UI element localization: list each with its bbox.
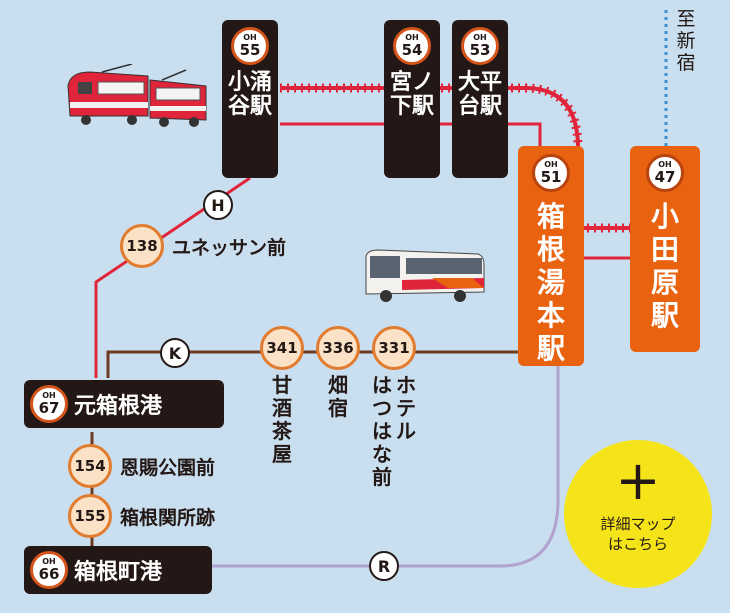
bus-stop-336[interactable]: 336 bbox=[316, 326, 360, 370]
bus-stop-341-name: 甘酒茶屋 bbox=[272, 373, 292, 466]
bus-stop-138[interactable]: 138 ユネッサン前 bbox=[120, 224, 286, 268]
bus-stop-number: 331 bbox=[372, 326, 416, 370]
bus-stop-154[interactable]: 154 恩賜公園前 bbox=[68, 444, 215, 488]
bus-stop-155[interactable]: 155 箱根関所跡 bbox=[68, 494, 215, 538]
bus-stop-number: 336 bbox=[316, 326, 360, 370]
detail-map-label-line1: 詳細マップ bbox=[600, 515, 676, 533]
train-illustration bbox=[67, 64, 207, 127]
route-marker-r: R bbox=[369, 551, 399, 581]
detail-map-button[interactable]: + 詳細マップ はこちら bbox=[564, 440, 712, 588]
bus-stop-331-name-col1: ホテル bbox=[396, 373, 416, 443]
bus-stop-name: 箱根関所跡 bbox=[120, 506, 216, 529]
ship-route bbox=[210, 362, 560, 568]
plus-icon: + bbox=[615, 449, 661, 512]
route-marker-k: K bbox=[160, 338, 190, 368]
station-name: 宮ノ下駅 bbox=[389, 70, 434, 119]
route-marker-h: H bbox=[203, 190, 233, 220]
bus-stop-name: 恩賜公園前 bbox=[120, 456, 216, 479]
station-name: 小田原駅 bbox=[650, 200, 679, 332]
mountain-railway-track bbox=[280, 83, 632, 233]
bus-stop-341[interactable]: 341 bbox=[260, 326, 304, 370]
red-bus-line bbox=[280, 122, 632, 260]
station-name: 大平台駅 bbox=[457, 70, 502, 119]
bus-stop-number: 155 bbox=[68, 494, 112, 538]
station-name: 箱根町港 bbox=[74, 560, 163, 585]
station-name: 小涌谷駅 bbox=[227, 70, 272, 119]
bus-stop-number: 138 bbox=[120, 224, 164, 268]
bus-stop-number: 154 bbox=[68, 444, 112, 488]
bus-stop-331[interactable]: 331 bbox=[372, 326, 416, 370]
bus-stop-336-name: 畑宿 bbox=[328, 373, 348, 420]
detail-map-label: 詳細マップ はこちら bbox=[600, 514, 675, 554]
bus-stop-number: 341 bbox=[260, 326, 304, 370]
toward-shinjuku-label: 至新宿 bbox=[676, 8, 696, 74]
bus-illustration bbox=[365, 249, 485, 302]
station-name: 元箱根港 bbox=[74, 394, 163, 419]
detail-map-label-line2: はこちら bbox=[607, 535, 668, 553]
bus-stop-331-name-col2: はつはな前 bbox=[372, 373, 392, 489]
bus-stop-name: ユネッサン前 bbox=[172, 236, 287, 259]
red-line-kowakudani-motohakone bbox=[94, 176, 251, 378]
station-name: 箱根湯本駅 bbox=[536, 200, 565, 365]
